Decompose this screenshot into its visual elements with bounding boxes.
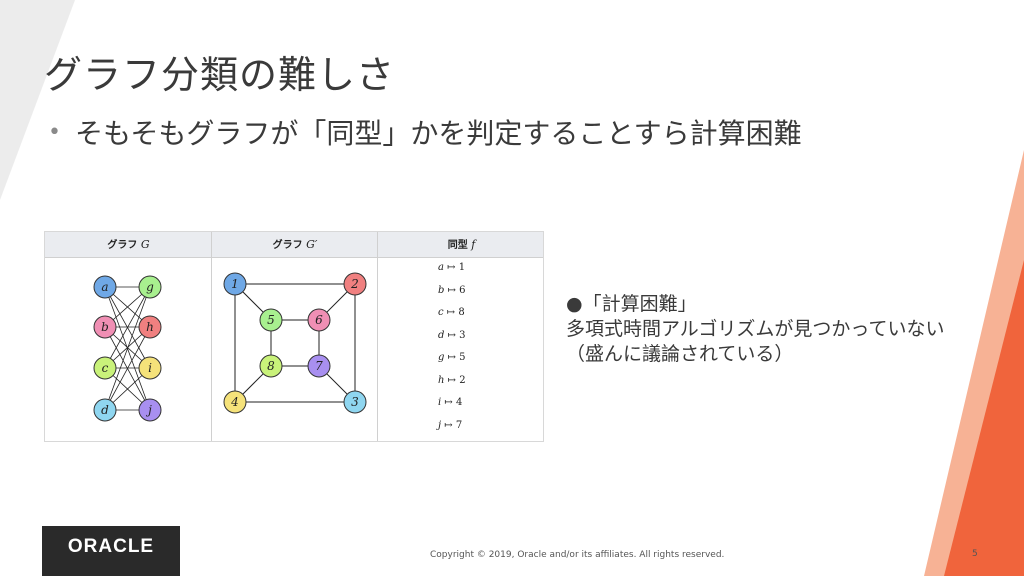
maps-to-arrow: ↦ — [444, 374, 460, 386]
svg-text:g: g — [146, 280, 154, 294]
svg-text:c: c — [102, 361, 109, 375]
maps-to-arrow: ↦ — [444, 284, 460, 296]
bullet-marker: • — [48, 120, 61, 145]
mapping-to: 3 — [459, 329, 466, 341]
mapping-to: 8 — [458, 307, 465, 318]
mapping-from: b — [438, 284, 445, 296]
note-line: ●「計算困難」 — [566, 293, 697, 315]
maps-to-arrow: ↦ — [443, 262, 459, 273]
mapping-row: g ↦ 5 — [438, 352, 548, 363]
svg-text:7: 7 — [315, 359, 323, 373]
graph-node: i — [138, 356, 162, 380]
mapping-from: g — [438, 352, 445, 363]
svg-text:a: a — [101, 280, 108, 294]
mapping-row: h ↦ 2 — [438, 375, 548, 386]
note-line: （盛んに議論されている） — [566, 343, 794, 365]
mapping-row: c ↦ 8 — [438, 307, 548, 318]
page-number: 5 — [972, 549, 978, 559]
svg-text:5: 5 — [267, 313, 275, 327]
note-block: ●「計算困難」 多項式時間アルゴリズムが見つかっていない （盛んに議論されている… — [566, 292, 944, 367]
mapping-from: i — [438, 397, 442, 408]
mapping-row: i ↦ 4 — [438, 397, 548, 408]
svg-text:3: 3 — [351, 395, 359, 409]
mapping-to: 5 — [459, 352, 466, 363]
oracle-logo-text: ORACLE — [67, 536, 155, 557]
graph-edge — [104, 286, 151, 369]
graph-g-prime-figure: 1 2 3 4 5 6 7 8 — [223, 272, 367, 414]
graph-node: 5 — [259, 308, 283, 332]
mapping-to: 7 — [455, 419, 463, 431]
mapping-to: 4 — [455, 397, 463, 408]
mapping-row: a ↦ 1 — [438, 262, 548, 273]
maps-to-arrow: ↦ — [444, 329, 460, 341]
mapping-from: j — [438, 419, 442, 431]
maps-to-arrow: ↦ — [444, 352, 460, 363]
graph-node: 1 — [223, 272, 247, 296]
maps-to-arrow: ↦ — [441, 419, 456, 431]
svg-text:2: 2 — [350, 277, 359, 291]
header-graph-g-prime: グラフ G′ — [272, 238, 318, 251]
header-graph-g: グラフ G — [107, 238, 150, 251]
svg-text:i: i — [148, 361, 152, 375]
svg-text:h: h — [146, 320, 154, 334]
graph-node: d — [93, 398, 117, 422]
graph-node: 7 — [307, 354, 331, 378]
bullet-text: そもそもグラフが「同型」かを判定することすら計算困難 — [74, 117, 802, 150]
graph-edge — [104, 286, 151, 411]
column-divider — [377, 232, 378, 441]
svg-text:j: j — [145, 403, 152, 417]
svg-text:b: b — [101, 320, 109, 334]
header-isomorphism: 同型 f — [447, 238, 476, 251]
copyright-text: Copyright © 2019, Oracle and/or its affi… — [430, 550, 725, 560]
maps-to-arrow: ↦ — [441, 397, 456, 408]
graph-node: g — [138, 275, 162, 299]
graph-node: b — [93, 315, 117, 339]
graph-node: 8 — [259, 354, 283, 378]
mapping-row: b ↦ 6 — [438, 285, 548, 296]
mapping-to: 1 — [458, 262, 466, 273]
oracle-logo: ORACLE — [42, 526, 180, 576]
right-decoration — [924, 0, 1024, 576]
note-line: 多項式時間アルゴリズムが見つかっていない — [566, 318, 945, 340]
svg-text:1: 1 — [231, 277, 239, 291]
svg-text:4: 4 — [230, 395, 239, 409]
mapping-to: 2 — [459, 374, 466, 386]
graph-node: 4 — [223, 390, 247, 414]
svg-text:d: d — [101, 403, 109, 417]
graph-node: 2 — [343, 272, 367, 296]
graph-node: a — [93, 275, 117, 299]
mapping-to: 6 — [459, 284, 466, 296]
graph-node: 3 — [343, 390, 367, 414]
column-divider — [211, 232, 212, 441]
graph-node: 6 — [307, 308, 331, 332]
main-bullet: • そもそもグラフが「同型」かを判定することすら計算困難 — [48, 112, 802, 152]
mapping-from: a — [438, 262, 444, 273]
graph-edge — [104, 326, 151, 411]
mapping-from: d — [438, 329, 445, 341]
graph-node: j — [138, 398, 162, 422]
graph-node: c — [93, 356, 117, 380]
left-decoration — [0, 0, 75, 200]
mapping-row: d ↦ 3 — [438, 330, 548, 341]
svg-text:8: 8 — [267, 359, 275, 373]
svg-text:6: 6 — [315, 313, 323, 327]
graph-node: h — [138, 315, 162, 339]
mapping-from: h — [438, 374, 445, 386]
graph-g-figure: a b c d g h i j — [93, 275, 162, 422]
maps-to-arrow: ↦ — [443, 307, 459, 318]
table-header: グラフ G グラフ G′ 同型 f — [45, 232, 543, 258]
slide-title: グラフ分類の難しさ — [44, 53, 396, 97]
mapping-from: c — [438, 307, 444, 318]
mapping-row: j ↦ 7 — [438, 420, 548, 431]
